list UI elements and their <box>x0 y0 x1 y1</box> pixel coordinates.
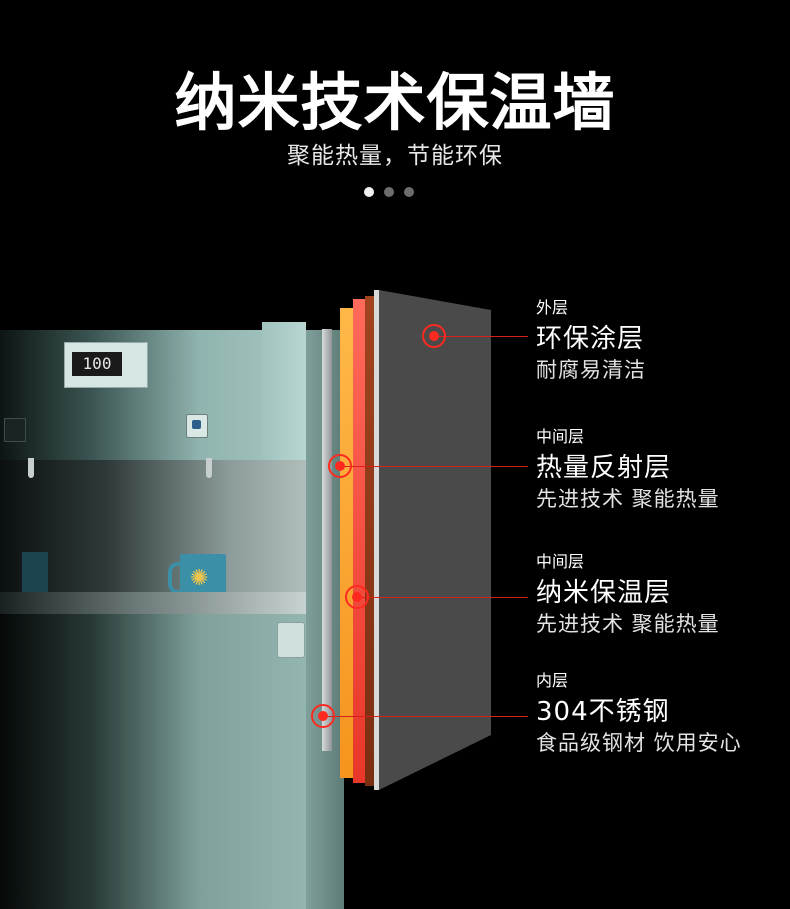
marker-reflect-icon <box>328 454 352 478</box>
marker-steel-icon <box>311 704 335 728</box>
carousel-indicator <box>364 187 414 197</box>
layer-inner-brown <box>365 296 375 786</box>
tap-icon <box>206 458 212 478</box>
layer-label-nano: 中间层 纳米保温层 先进技术 聚能热量 <box>536 552 720 638</box>
marker-outer-icon <box>422 324 446 348</box>
dispense-button-icon <box>186 414 208 438</box>
tap-icon <box>28 458 34 478</box>
water-dispenser-image: 100 ✺ <box>0 322 345 909</box>
sun-icon: ✺ <box>190 566 209 591</box>
connector-line <box>323 716 528 717</box>
connector-line <box>434 336 528 337</box>
layer-outer-edge <box>374 290 379 790</box>
connector-line <box>340 466 528 467</box>
connector-line <box>357 597 528 598</box>
layer-title: 304不锈钢 <box>536 697 670 727</box>
layer-desc: 先进技术 聚能热量 <box>536 612 720 636</box>
layer-stainless-steel <box>322 329 332 751</box>
layer-label-steel: 内层 304不锈钢 食品级钢材 饮用安心 <box>536 671 742 757</box>
layer-desc: 耐腐易清洁 <box>536 358 646 382</box>
layer-title: 环保涂层 <box>536 324 645 354</box>
layer-desc: 先进技术 聚能热量 <box>536 487 720 511</box>
layer-tag: 中间层 <box>536 427 585 446</box>
dispenser-alcove <box>0 460 306 600</box>
mug-icon <box>22 552 48 596</box>
layer-nano-insulation <box>340 308 353 778</box>
layer-label-outer: 外层 环保涂层 耐腐易清洁 <box>536 298 646 384</box>
dispenser-display-panel <box>64 342 148 388</box>
layer-heat-reflection <box>353 299 365 783</box>
carousel-dot-3[interactable] <box>404 187 414 197</box>
door-handle <box>277 622 305 658</box>
carousel-dot-2[interactable] <box>384 187 394 197</box>
dispenser-shelf <box>0 592 306 614</box>
layer-tag: 内层 <box>536 671 569 690</box>
layer-title: 纳米保温层 <box>536 578 672 608</box>
layer-outer-coating <box>379 290 491 790</box>
layer-title: 热量反射层 <box>536 453 672 483</box>
dispenser-lower-body <box>0 614 306 909</box>
marker-nano-icon <box>345 585 369 609</box>
layer-desc: 食品级钢材 饮用安心 <box>536 731 742 755</box>
layer-label-reflect: 中间层 热量反射层 先进技术 聚能热量 <box>536 427 720 513</box>
carousel-dot-1[interactable] <box>364 187 374 197</box>
temperature-display: 100 <box>72 352 122 376</box>
layer-tag: 中间层 <box>536 552 585 571</box>
page-subtitle: 聚能热量，节能环保 <box>287 143 503 169</box>
layer-tag: 外层 <box>536 298 569 317</box>
left-button-icon <box>4 418 26 442</box>
page-title: 纳米技术保温墙 <box>174 66 616 139</box>
